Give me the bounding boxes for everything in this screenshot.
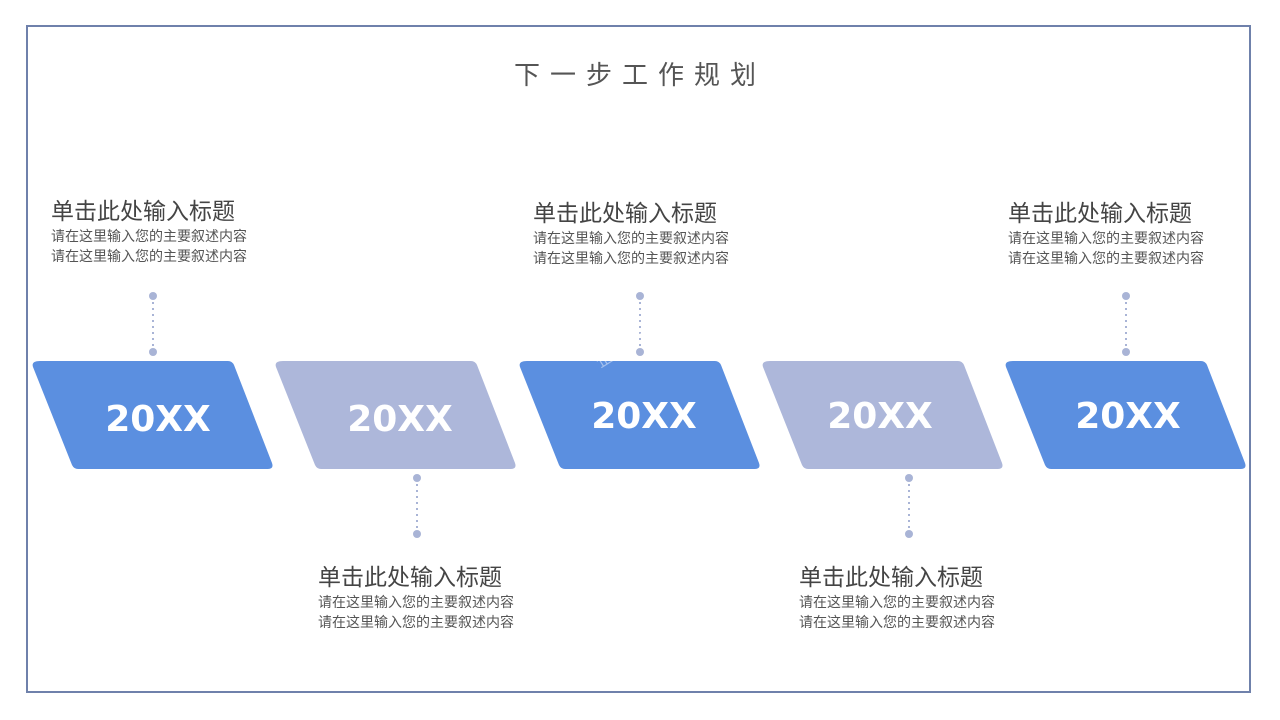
year-label: 20XX — [1075, 396, 1181, 437]
year-label: 20XX — [591, 396, 697, 437]
step-description: 请在这里输入您的主要叙述内容 — [533, 231, 729, 247]
connector-dot — [413, 474, 421, 482]
timeline-step: 20XX — [275, 361, 516, 538]
connector-dot — [636, 292, 644, 300]
step-description: 请在这里输入您的主要叙述内容 — [1008, 231, 1204, 247]
connector-dot — [413, 530, 421, 538]
step-text-block: 单击此处输入标题 请在这里输入您的主要叙述内容 请在这里输入您的主要叙述内容 — [1008, 199, 1268, 269]
step-description: 请在这里输入您的主要叙述内容 — [51, 229, 247, 245]
year-shape — [275, 361, 516, 469]
year-shape — [1005, 361, 1246, 469]
step-title: 单击此处输入标题 — [533, 201, 717, 227]
slide-frame — [26, 25, 1251, 693]
step-description: 请在这里输入您的主要叙述内容 — [533, 251, 729, 267]
connector-dot — [149, 292, 157, 300]
step-title: 单击此处输入标题 — [1008, 201, 1192, 227]
connector-dot — [1122, 348, 1130, 356]
page-title: 下一步工作规划 — [513, 61, 766, 91]
step-text-block: 单击此处输入标题 请在这里输入您的主要叙述内容 请在这里输入您的主要叙述内容 — [799, 563, 1059, 633]
step-text-block: 单击此处输入标题 请在这里输入您的主要叙述内容 请在这里输入您的主要叙述内容 — [318, 563, 578, 633]
year-label: 20XX — [827, 396, 933, 437]
step-text-block: 单击此处输入标题 请在这里输入您的主要叙述内容 请在这里输入您的主要叙述内容 — [533, 199, 793, 269]
step-description: 请在这里输入您的主要叙述内容 — [1008, 251, 1204, 267]
step-description: 请在这里输入您的主要叙述内容 — [318, 595, 514, 611]
year-shape — [762, 361, 1003, 469]
step-title: 单击此处输入标题 — [799, 565, 983, 591]
connector-dot — [1122, 292, 1130, 300]
timeline-step: 20XX — [32, 292, 273, 469]
year-label: 20XX — [105, 399, 211, 440]
connector-dot — [905, 474, 913, 482]
step-description: 请在这里输入您的主要叙述内容 — [799, 595, 995, 611]
timeline-step: 20XX — [762, 361, 1003, 538]
step-description: 请在这里输入您的主要叙述内容 — [799, 615, 995, 631]
step-title: 单击此处输入标题 — [51, 199, 235, 225]
step-text-block: 单击此处输入标题 请在这里输入您的主要叙述内容 请在这里输入您的主要叙述内容 — [51, 197, 311, 267]
year-shape — [519, 361, 760, 469]
step-description: 请在这里输入您的主要叙述内容 — [318, 615, 514, 631]
timeline-step: 20XX — [1005, 292, 1246, 469]
step-title: 单击此处输入标题 — [318, 565, 502, 591]
step-description: 请在这里输入您的主要叙述内容 — [51, 249, 247, 265]
year-label: 20XX — [347, 399, 453, 440]
connector-dot — [149, 348, 157, 356]
connector-dot — [636, 348, 644, 356]
year-shape — [32, 361, 273, 469]
connector-dot — [905, 530, 913, 538]
timeline-step: 20XX — [519, 292, 760, 469]
